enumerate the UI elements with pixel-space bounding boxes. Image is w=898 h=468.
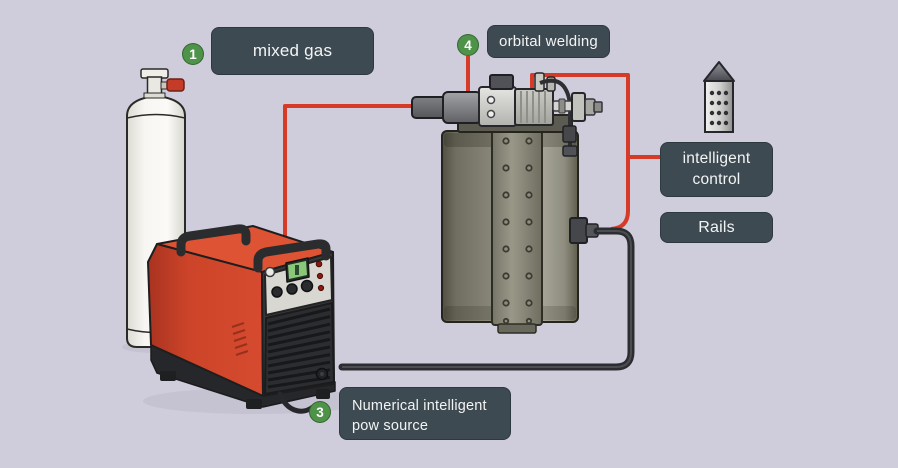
badge-3: 3 bbox=[309, 401, 331, 423]
panel-knob-small bbox=[264, 266, 276, 278]
callout-mixed-gas: mixed gas bbox=[211, 27, 374, 75]
badge-4-number: 4 bbox=[464, 37, 472, 53]
badge-1-number: 1 bbox=[189, 46, 197, 62]
head-motor bbox=[411, 96, 447, 119]
badge-1: 1 bbox=[182, 43, 204, 65]
welding-power-source bbox=[147, 224, 336, 414]
grille-slats bbox=[267, 307, 331, 389]
callout-rails: Rails bbox=[660, 212, 773, 243]
handle-front bbox=[253, 239, 331, 273]
valve-knob bbox=[166, 78, 185, 92]
line-power-to-head bbox=[283, 104, 414, 240]
badge-4: 4 bbox=[457, 34, 479, 56]
panel-knob-3 bbox=[300, 279, 314, 293]
callout-orbital-welding-label: orbital welding bbox=[499, 33, 598, 50]
pipe bbox=[441, 122, 599, 334]
power-source-side bbox=[147, 243, 264, 397]
callout-power-source: Numerical intelligent pow source bbox=[339, 387, 511, 440]
handle-rear bbox=[176, 224, 251, 257]
callout-mixed-gas-label: mixed gas bbox=[252, 41, 333, 60]
callout-intelligent-control-label: intelligent control bbox=[682, 150, 751, 188]
callout-rails-label: Rails bbox=[698, 218, 735, 236]
remote-control-pendant-icon bbox=[703, 61, 735, 133]
rail-band bbox=[491, 122, 543, 326]
callout-intelligent-control: intelligent control bbox=[660, 142, 773, 197]
callout-orbital-welding: orbital welding bbox=[487, 25, 610, 58]
pipe-connector bbox=[569, 217, 588, 244]
rail-dots bbox=[502, 137, 533, 325]
badge-3-number: 3 bbox=[316, 404, 324, 420]
callout-power-source-label: Numerical intelligent pow source bbox=[352, 398, 487, 435]
orbital-weld-head bbox=[411, 72, 603, 157]
panel-knob-2 bbox=[286, 283, 298, 295]
panel-knob-1 bbox=[271, 286, 283, 298]
side-vents bbox=[231, 322, 249, 356]
panel-leds bbox=[315, 260, 325, 292]
control-cable bbox=[338, 227, 635, 371]
